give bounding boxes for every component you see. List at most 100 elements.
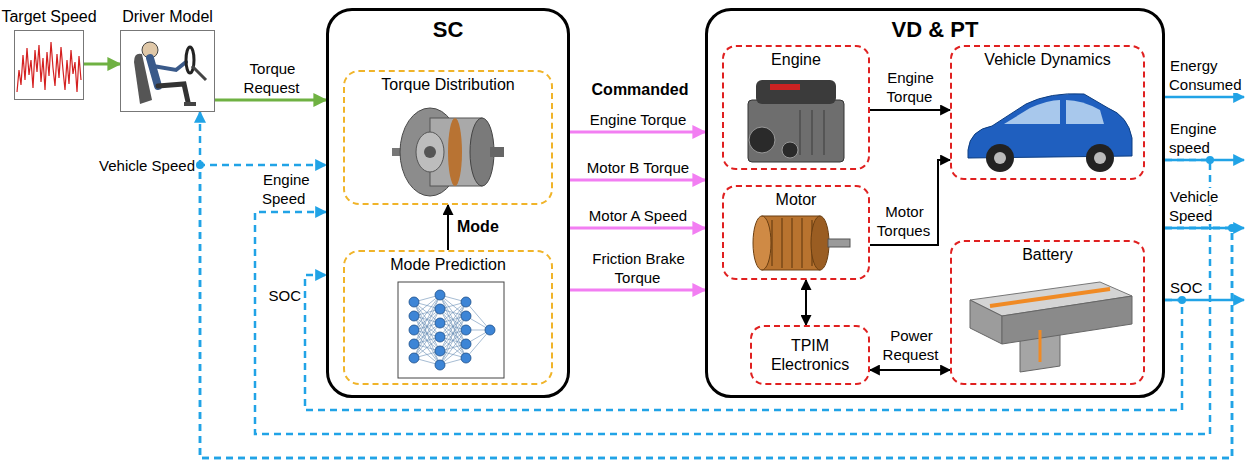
output-label: Energy Consumed — [1169, 57, 1243, 93]
edge-label: Vehicle Speed — [98, 157, 196, 174]
driver-figure — [192, 66, 206, 80]
signal-arrow — [570, 131, 705, 134]
output-label: Vehicle Speed — [1169, 188, 1218, 224]
component-box: Vehicle Dynamics — [950, 45, 1145, 180]
neural-network-picture — [409, 353, 419, 363]
edge-label-holder: Engine Torque — [872, 68, 948, 106]
engine-picture — [770, 84, 800, 90]
engine-picture — [800, 110, 824, 155]
output-label: SOC — [1169, 279, 1204, 296]
plant-block: EngineVehicle DynamicsMotorTPIM Electron… — [705, 8, 1165, 398]
neural-network-picture — [461, 325, 471, 335]
node-title: SC — [433, 17, 464, 43]
edge-label: Engine Torque — [886, 69, 934, 105]
edge-label: Motor Torques — [877, 203, 931, 239]
node-title: Torque Distribution — [381, 75, 514, 94]
node-title: Battery — [1022, 245, 1073, 264]
engine-picture — [782, 142, 798, 158]
component-box: Engine — [722, 45, 870, 170]
signal-arrow — [870, 160, 950, 245]
edge-label-holder: Mode — [456, 217, 526, 236]
label-holder: Engine speed — [1169, 119, 1241, 157]
battery-picture — [990, 289, 1110, 306]
neural-network-picture — [461, 311, 471, 321]
signal-arrow — [447, 205, 449, 250]
edge-label-holder: Friction Brake Torque — [577, 249, 699, 287]
signal-arrow — [870, 369, 950, 371]
car-picture — [986, 144, 1014, 172]
signal-arrow — [255, 160, 1210, 434]
group-label: Commanded — [591, 81, 690, 98]
motor-picture — [811, 216, 829, 270]
node-title: Mode Prediction — [390, 255, 506, 274]
neural-network-picture — [461, 297, 471, 307]
signal-arrow — [200, 165, 1232, 458]
driver-figure — [186, 47, 194, 73]
edge-label-holder: Engine Torque — [577, 110, 699, 129]
car-picture — [968, 94, 1132, 172]
edge-label: Engine Speed — [262, 171, 310, 207]
edge-label-holder: Motor Torques — [872, 202, 936, 240]
car-picture — [1066, 100, 1104, 124]
edge-label: Mode — [456, 218, 500, 235]
label-holder: SOC — [1169, 278, 1209, 297]
label-holder: Energy Consumed — [1169, 56, 1247, 94]
edge-label-holder: Vehicle Speed — [90, 156, 196, 175]
input-box: Target Speed — [14, 30, 84, 100]
node-title: Motor — [776, 190, 817, 209]
signal-arrow — [570, 227, 705, 230]
engine-picture — [756, 80, 836, 104]
node-title: Vehicle Dynamics — [984, 50, 1110, 69]
car-picture — [1094, 152, 1106, 164]
signal-arrow — [570, 179, 705, 182]
neural-network-picture — [485, 325, 495, 335]
edge-label-holder: Power Request — [874, 326, 948, 364]
output-arrow — [1165, 96, 1244, 99]
signal-arrow — [215, 99, 326, 102]
motor-picture — [772, 218, 812, 268]
label-holder: Vehicle Speed — [1169, 187, 1241, 225]
driver-figure — [158, 84, 188, 102]
neural-network-picture — [409, 325, 419, 335]
edge-label: Engine Torque — [589, 111, 687, 128]
output-label: Engine speed — [1169, 120, 1217, 156]
battery-picture — [1039, 330, 1042, 362]
neural-network-picture — [409, 311, 419, 321]
heading-holder: Target Speed — [0, 7, 123, 29]
edge-label: Friction Brake Torque — [591, 250, 685, 286]
neural-network-picture — [435, 290, 445, 300]
speed-trace — [17, 42, 81, 92]
neural-network-picture — [461, 339, 471, 349]
connector-group — [84, 64, 1232, 458]
neural-network-picture — [461, 353, 471, 363]
edge-label: SOC — [267, 287, 302, 304]
transmission-picture — [392, 108, 504, 196]
car-picture — [1086, 144, 1114, 172]
motor-picture — [828, 239, 850, 247]
function-box: Torque Distribution — [343, 70, 553, 205]
speed-trace — [17, 42, 81, 92]
edge-label: Torque Request — [244, 60, 301, 96]
function-box: Mode Prediction — [343, 250, 553, 385]
edge-label-holder: Motor B Torque — [577, 158, 699, 177]
neural-network-picture — [398, 282, 504, 378]
motor-picture — [753, 216, 850, 270]
transmission-picture — [416, 132, 444, 172]
neural-network-picture — [435, 304, 445, 314]
driver-figure — [150, 58, 158, 86]
edge-label-holder: Engine Speed — [262, 170, 324, 208]
motor-picture — [753, 216, 771, 270]
signal-arrow — [84, 63, 120, 66]
neural-network-picture — [409, 297, 419, 307]
component-box: Motor — [722, 185, 870, 280]
node-title: VD & PT — [892, 17, 979, 43]
signal-arrow — [870, 109, 950, 111]
car-picture — [1004, 100, 1060, 124]
controller-block: Torque DistributionMode Prediction SC — [326, 8, 570, 398]
label-holder: Commanded — [578, 80, 702, 99]
battery-picture — [970, 282, 1132, 372]
neural-network-picture — [435, 318, 445, 328]
